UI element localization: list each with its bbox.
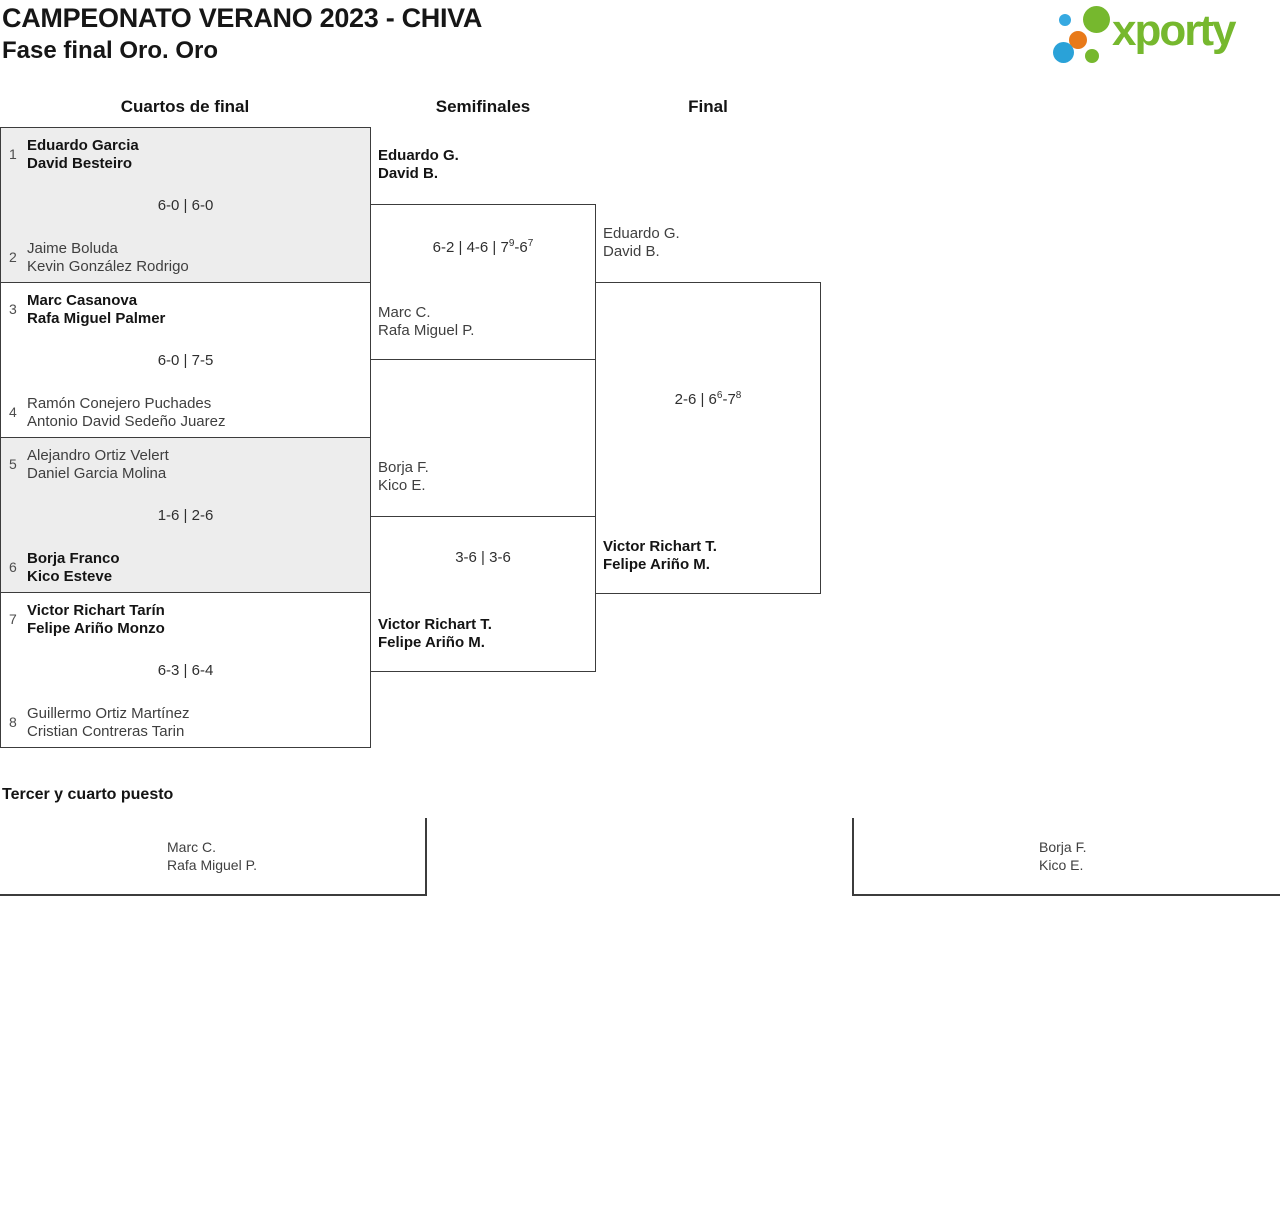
logo-dot-blue-large-icon [1053, 42, 1074, 63]
team-names: Borja F. Kico E. [378, 459, 429, 494]
page-subtitle: Fase final Oro. Oro [2, 37, 219, 64]
seed-number: 2 [9, 249, 17, 265]
team-names: Borja Franco Kico Esteve [27, 550, 120, 585]
xporty-logo[interactable]: xporty [1050, 2, 1278, 74]
round-title-semifinals: Semifinales [435, 97, 531, 116]
match-quarterfinal-2[interactable]: 3 Marc Casanova Rafa Miguel Palmer 6-0 |… [0, 282, 371, 438]
seed-number: 6 [9, 559, 17, 575]
team-names: Alejandro Ortiz Velert Daniel Garcia Mol… [27, 447, 169, 482]
team-names: Victor Richart T. Felipe Ariño M. [603, 538, 717, 573]
match-semifinal-2[interactable] [370, 516, 596, 672]
logo-dot-green-small-icon [1085, 49, 1099, 63]
team-names: Guillermo Ortiz Martínez Cristian Contre… [27, 705, 190, 740]
team-names: Jaime Boluda Kevin González Rodrigo [27, 240, 189, 275]
match-score: 6-0 | 7-5 [157, 352, 214, 369]
third-place-left-bracket [0, 818, 427, 896]
logo-dot-orange-icon [1069, 31, 1087, 49]
seed-number: 3 [9, 301, 17, 317]
xporty-logo-text: xporty [1112, 6, 1236, 55]
team-names: Victor Richart T. Felipe Ariño M. [378, 616, 492, 651]
round-title-final: Final [688, 97, 728, 116]
match-score: 3-6 | 3-6 [455, 549, 511, 566]
logo-dot-green-large-icon [1083, 6, 1110, 33]
team-names: Victor Richart Tarín Felipe Ariño Monzo [27, 602, 165, 637]
team-names: Ramón Conejero Puchades Antonio David Se… [27, 395, 226, 430]
seed-number: 5 [9, 456, 17, 472]
team-names: Eduardo G. David B. [378, 147, 459, 182]
match-quarterfinal-4[interactable]: 7 Victor Richart Tarín Felipe Ariño Monz… [0, 592, 371, 748]
team-names: Borja F. Kico E. [1039, 839, 1087, 873]
team-names: Eduardo G. David B. [603, 225, 680, 260]
team-names: Eduardo Garcia David Besteiro [27, 137, 139, 172]
match-score: 6-3 | 6-4 [157, 662, 214, 679]
match-final[interactable] [595, 282, 821, 594]
third-place-title: Tercer y cuarto puesto [2, 786, 174, 803]
match-score: 6-0 | 6-0 [157, 197, 214, 214]
round-title-quarterfinals: Cuartos de final [120, 97, 250, 116]
team-names: Marc Casanova Rafa Miguel Palmer [27, 292, 166, 327]
team-names: Marc C. Rafa Miguel P. [167, 839, 258, 873]
match-quarterfinal-1[interactable]: 1 Eduardo Garcia David Besteiro 6-0 | 6-… [0, 127, 371, 283]
seed-number: 8 [9, 714, 17, 730]
match-score: 1-6 | 2-6 [157, 507, 214, 524]
seed-number: 4 [9, 404, 17, 420]
seed-number: 7 [9, 611, 17, 627]
page-title: CAMPEONATO VERANO 2023 - CHIVA [2, 3, 483, 33]
match-quarterfinal-3[interactable]: 5 Alejandro Ortiz Velert Daniel Garcia M… [0, 437, 371, 593]
logo-dot-blue-small-icon [1059, 14, 1071, 26]
seed-number: 1 [9, 146, 17, 162]
team-names: Marc C. Rafa Miguel P. [378, 304, 475, 339]
match-score: 6-2 | 4-6 | 79-67 [432, 238, 534, 256]
third-place-right-bracket [852, 818, 1280, 896]
match-score: 2-6 | 66-78 [674, 390, 742, 408]
